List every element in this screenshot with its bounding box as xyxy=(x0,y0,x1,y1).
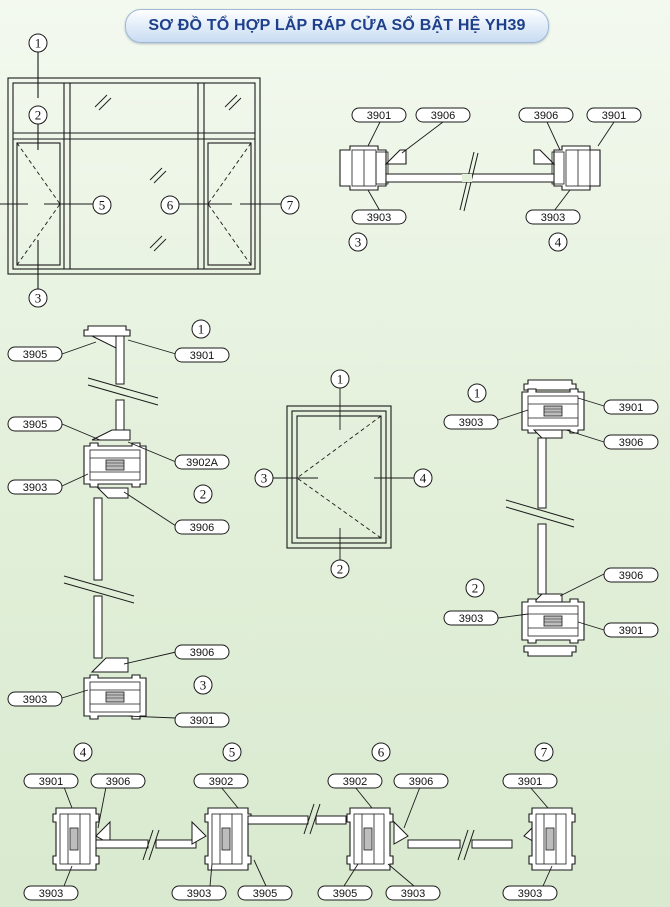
code-3906-b: 3906 xyxy=(534,110,558,122)
marker-3-small: 3 xyxy=(261,471,268,486)
marker-6-bottom: 6 xyxy=(378,745,385,760)
elevation-markers: 1 2 3 5 6 7 xyxy=(28,33,300,308)
code-3903-c: 3903 xyxy=(23,482,47,494)
single-window-elevation: 1 2 3 4 xyxy=(254,369,433,579)
code-3905-f: 3905 xyxy=(333,888,357,900)
marker-3-section: 3 xyxy=(355,235,362,250)
code-3906-a: 3906 xyxy=(431,110,455,122)
marker-3-vsection: 3 xyxy=(200,678,207,693)
marker-7: 7 xyxy=(287,198,294,213)
code-3903-g: 3903 xyxy=(39,888,63,900)
code-3903-e: 3903 xyxy=(459,417,483,429)
marker-7-bottom: 7 xyxy=(541,745,548,760)
code-3902-b: 3902 xyxy=(343,776,367,788)
marker-2-small: 2 xyxy=(337,562,344,577)
marker-4-small: 4 xyxy=(420,471,427,486)
marker-4-section: 4 xyxy=(555,235,562,250)
code-3901-g: 3901 xyxy=(39,776,63,788)
code-3903-h: 3903 xyxy=(187,888,211,900)
code-3901-e: 3901 xyxy=(619,402,643,414)
code-3903-j: 3903 xyxy=(518,888,542,900)
page-title: SƠ ĐỒ TỔ HỢP LẮP RÁP CỬA SỔ BẬT HỆ YH39 xyxy=(148,17,526,34)
code-3906-c: 3906 xyxy=(190,522,214,534)
code-3905-e: 3905 xyxy=(253,888,277,900)
vertical-section-right: 3903 3901 3906 3906 3903 3901 1 2 xyxy=(443,379,659,657)
code-3903-a: 3903 xyxy=(367,212,391,224)
marker-1-rsection: 1 xyxy=(474,386,481,401)
code-3906-e: 3906 xyxy=(619,437,643,449)
code-3906-f: 3906 xyxy=(619,570,643,582)
marker-1: 1 xyxy=(35,36,42,51)
code-3906-d: 3906 xyxy=(190,647,214,659)
code-3906-g: 3906 xyxy=(106,776,130,788)
code-3905-d: 3905 xyxy=(23,419,47,431)
marker-2: 2 xyxy=(35,108,42,123)
marker-1-small: 1 xyxy=(337,372,344,387)
horizontal-section-bottom: 3901 3906 3902 3902 3906 3901 3903 3903 … xyxy=(23,742,576,901)
code-3901-h: 3901 xyxy=(518,776,542,788)
code-3901-c: 3901 xyxy=(190,350,214,362)
vertical-section-left: 3905 3901 3905 3902A 3903 3906 3906 3903… xyxy=(7,319,230,728)
marker-2-rsection: 2 xyxy=(472,581,479,596)
code-3902A: 3902A xyxy=(186,457,218,469)
code-3901-b: 3901 xyxy=(602,110,626,122)
marker-6: 6 xyxy=(167,198,174,213)
marker-5-bottom: 5 xyxy=(229,745,236,760)
marker-4-bottom: 4 xyxy=(80,745,87,760)
marker-5: 5 xyxy=(99,198,106,213)
code-3903-i: 3903 xyxy=(401,888,425,900)
section-3-4: 3901 3906 3903 3906 3901 3903 3 4 xyxy=(339,107,642,252)
code-3903-d: 3903 xyxy=(23,694,47,706)
code-3901-d: 3901 xyxy=(190,715,214,727)
marker-3: 3 xyxy=(35,291,42,306)
code-3902-a: 3902 xyxy=(209,776,233,788)
code-3903-b: 3903 xyxy=(541,212,565,224)
code-3901-f: 3901 xyxy=(619,625,643,637)
code-3903-f: 3903 xyxy=(459,613,483,625)
marker-1-vsection: 1 xyxy=(198,322,205,337)
title-banner: SƠ ĐỒ TỔ HỢP LẮP RÁP CỬA SỔ BẬT HỆ YH39 xyxy=(125,9,549,43)
marker-2-vsection: 2 xyxy=(200,487,207,502)
code-3906-h: 3906 xyxy=(409,776,433,788)
code-3905-c: 3905 xyxy=(23,349,47,361)
window-elevation xyxy=(0,52,281,289)
code-3901-a: 3901 xyxy=(367,110,391,122)
